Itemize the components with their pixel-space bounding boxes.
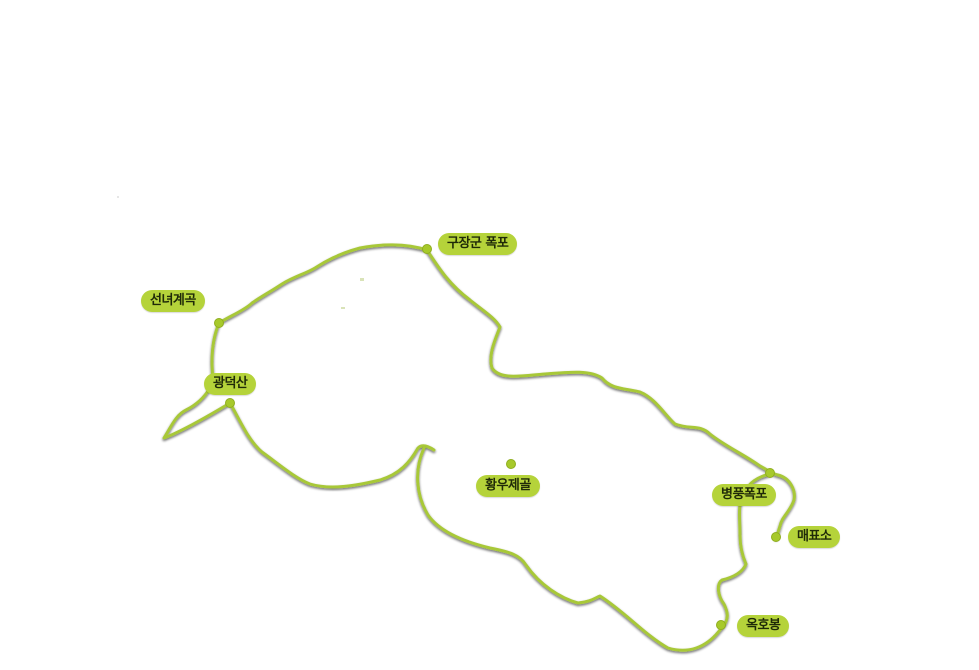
marker-dot-seonnyeo-valley[interactable] [214, 318, 224, 328]
trail-south-loop-path [416, 446, 772, 652]
trail-west-path [162, 321, 232, 440]
marker-dot-gujanggun-falls[interactable] [422, 244, 432, 254]
marker-dot-ticket-office[interactable] [771, 532, 781, 542]
marker-dot-hwangujegol[interactable] [506, 459, 516, 469]
label-ticket-office[interactable]: 매표소 [788, 526, 841, 548]
label-hwangujegol[interactable]: 황우제골 [476, 475, 540, 497]
trail-north-path [217, 243, 429, 325]
label-seonnyeo-valley[interactable]: 선녀계곡 [141, 290, 205, 312]
marker-dot-okhobong[interactable] [716, 620, 726, 630]
marker-dot-byeongpung-falls[interactable] [765, 468, 775, 478]
label-okhobong[interactable]: 옥호봉 [737, 615, 790, 637]
label-byeongpung-falls[interactable]: 병풍폭포 [712, 484, 776, 506]
marker-dot-gwangdeoksan[interactable] [225, 398, 235, 408]
trail-loop-path [425, 248, 796, 540]
label-gujanggun-falls[interactable]: 구장군 폭포 [438, 233, 518, 255]
trail-south-west-path [228, 401, 436, 489]
label-gwangdeoksan[interactable]: 광덕산 [204, 373, 257, 395]
